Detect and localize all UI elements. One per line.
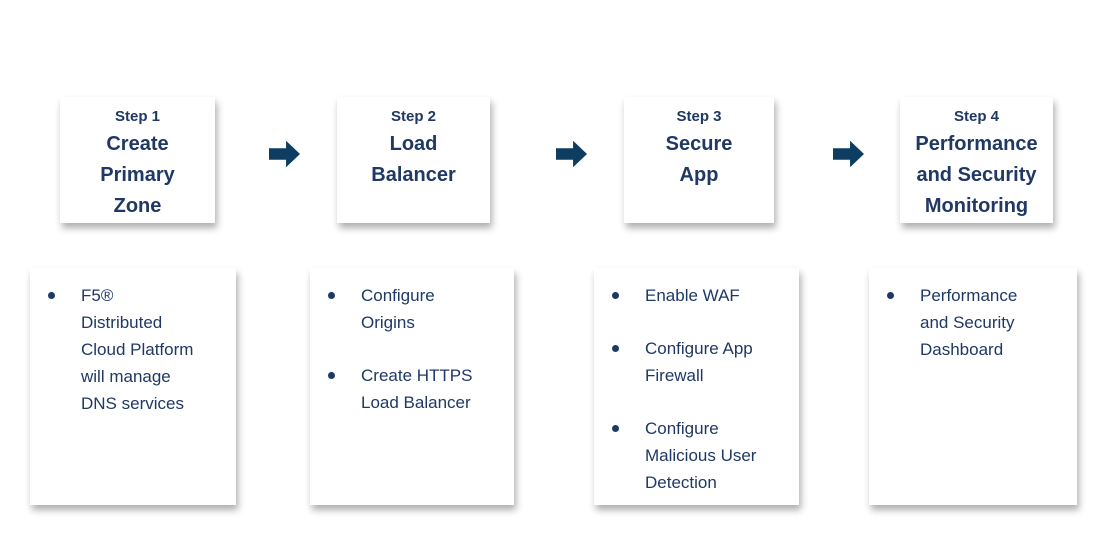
bullet-dot-icon (328, 292, 335, 299)
bullet-list: F5® Distributed Cloud Platform will mana… (45, 282, 236, 417)
step-1-header-card: Step 1 Create Primary Zone (60, 97, 215, 223)
right-arrow-icon (269, 140, 300, 168)
step-4-detail-card: Performance and Security Dashboard (869, 268, 1077, 505)
step-4-title: Performance and Security Monitoring (915, 133, 1038, 217)
step-3-label: Step 3 (676, 108, 722, 125)
step-2-title: Load Balancer (371, 133, 456, 186)
bullet-text: Create HTTPS Load Balancer (361, 366, 473, 412)
step-2-label: Step 2 (390, 108, 436, 125)
bullet-text: F5® Distributed Cloud Platform will mana… (81, 286, 194, 413)
bullet-text: Configure App Firewall (645, 339, 753, 385)
step-1-title: Create Primary Zone (100, 133, 175, 217)
step-2-detail-card: Configure Origins Create HTTPS Load Bala… (310, 268, 514, 505)
bullet-dot-icon (328, 372, 335, 379)
bullet-item: Configure App Firewall (609, 335, 799, 389)
bullet-list: Configure Origins Create HTTPS Load Bala… (325, 282, 514, 416)
bullet-dot-icon (612, 292, 619, 299)
step-4-header-card: Step 4 Performance and Security Monitori… (900, 97, 1053, 223)
step-2-header-card: Step 2 Load Balancer (337, 97, 490, 223)
bullet-item: Configure Origins (325, 282, 514, 336)
bullet-dot-icon (612, 425, 619, 432)
step-4-label: Step 4 (953, 108, 999, 125)
bullet-dot-icon (887, 292, 894, 299)
bullet-item: Enable WAF (609, 282, 799, 309)
bullet-item: Create HTTPS Load Balancer (325, 362, 514, 416)
bullet-list: Enable WAF Configure App Firewall Config… (609, 282, 799, 496)
step-1-label: Step 1 (114, 108, 160, 125)
bullet-item: Performance and Security Dashboard (884, 282, 1077, 363)
step-3-detail-card: Enable WAF Configure App Firewall Config… (594, 268, 799, 505)
right-arrow-icon (556, 140, 587, 168)
bullet-item: Configure Malicious User Detection (609, 415, 799, 496)
bullet-text: Configure Malicious User Detection (645, 419, 757, 492)
bullet-text: Enable WAF (645, 286, 740, 305)
step-1-detail-card: F5® Distributed Cloud Platform will mana… (30, 268, 236, 505)
bullet-item: F5® Distributed Cloud Platform will mana… (45, 282, 236, 417)
bullet-dot-icon (612, 345, 619, 352)
bullet-list: Performance and Security Dashboard (884, 282, 1077, 363)
bullet-dot-icon (48, 292, 55, 299)
step-3-header-card: Step 3 Secure App (624, 97, 774, 223)
bullet-text: Configure Origins (361, 286, 435, 332)
right-arrow-icon (833, 140, 864, 168)
step-3-title: Secure App (665, 133, 733, 186)
bullet-text: Performance and Security Dashboard (920, 286, 1018, 359)
